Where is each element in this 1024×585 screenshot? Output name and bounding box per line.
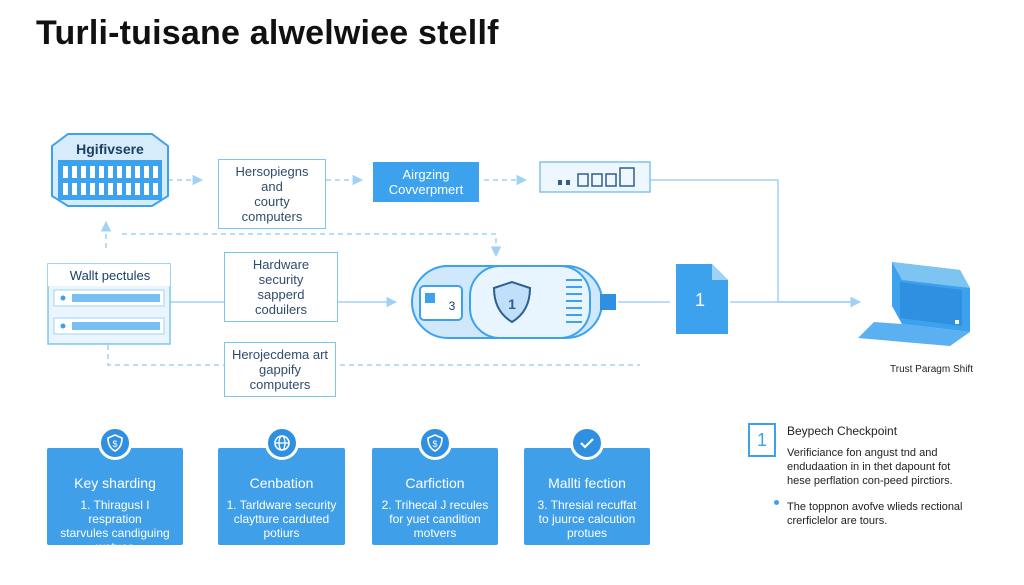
connectors [100,174,862,366]
diagram-title: Turli-tuisane alwelwiee stellf [36,14,499,52]
card-description: 3. Thresial recuffat to juurce calcution… [537,498,637,540]
card-description: 1. Tarldware security claytture carduted… [226,498,337,540]
trust-paradigm-label: Trust Paragm Shift [890,364,973,375]
dollar-shield-icon: $ [418,426,452,460]
card-title: Mallti fection [548,475,626,491]
card-cenbation: Cenbation 1. Tarldware security clayttur… [218,426,345,545]
label-hardware-security: Hardware security sapperd coduilers [224,252,338,322]
checkpoint-number: 1 [748,423,776,457]
card-description: 1. Thiragusl I respration starvules cand… [60,498,170,554]
vault-node: Wallt pectules [47,263,171,345]
checkpoint-bullet: The toppnon avofve wlieds rectional crer… [787,501,963,527]
globe-icon [264,426,299,460]
secure-device-node: 3 1 [411,265,616,339]
label-sovereign-computers: Hersopiegns and courty computers [218,159,326,229]
check-icon [570,426,604,460]
device-shield-number: 1 [508,296,516,312]
label-airgap-government: Airgzing Covverpmert [373,162,479,202]
connector-bottom-dashed [107,345,640,366]
bullet-dot-icon [774,500,779,505]
svg-text:$: $ [112,439,117,449]
dollar-shield-icon: $ [98,426,132,460]
vault-label: Wallt pectules [70,268,151,283]
connector-loop-dashed [122,233,502,258]
card-title: Cenbation [249,475,314,491]
device-badge-number: 3 [449,299,456,313]
checkpoint-title: Beypech Checkpoint [787,424,898,438]
svg-text:$: $ [432,439,437,449]
shield-icon: 1 [492,280,532,324]
hyperscaler-node: Hgifivsere [51,133,169,207]
label-gappify-computers: Herojecdema art gappify computers [224,342,336,397]
card-mallti-fection: Mallti fection 3. Thresial recuffat to j… [524,426,650,545]
laptop-node [858,262,970,346]
card-description: 2. Trihecal J recules for yuet candition… [381,498,489,540]
document-number: 1 [695,290,705,310]
card-key-sharding: $ Key sharding 1. Thiragusl I respration… [47,426,183,554]
checkpoint-body: Verificiance fon angust tnd and endudaat… [787,447,953,487]
card-carfiction: $ Carfiction 2. Trihecal J recules for y… [372,426,498,545]
sealed-document-node: 1 [676,264,728,334]
server-rack-node [539,161,651,193]
hyperscaler-label: Hgifivsere [76,141,144,157]
card-title: Carfiction [405,475,465,491]
card-title: Key sharding [74,475,156,491]
